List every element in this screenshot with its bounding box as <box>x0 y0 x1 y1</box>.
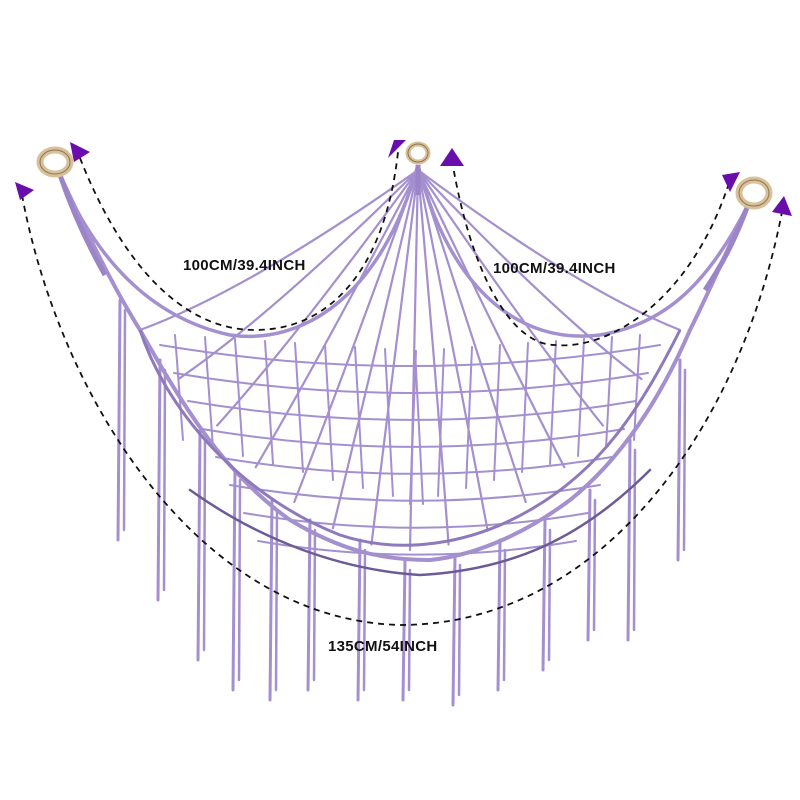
fringe-tassel <box>122 308 127 532</box>
left-span-dimension-label: 100CM/39.4INCH <box>183 257 306 274</box>
mesh-strand <box>493 344 501 481</box>
fringe-tassel <box>592 498 597 632</box>
mesh-strand <box>416 168 566 469</box>
mesh-strand <box>416 168 489 530</box>
fringe-tassel <box>162 368 167 592</box>
top-right-rope <box>416 164 750 338</box>
fringe-tassel <box>626 438 632 642</box>
inner-rim-rope <box>138 329 682 547</box>
net-mesh <box>138 168 682 577</box>
fringe-tassel <box>586 488 592 642</box>
mesh-strand <box>465 346 473 489</box>
fringe-tassel <box>632 448 637 632</box>
mesh-strand <box>521 342 529 473</box>
fringe-tassel <box>496 538 502 692</box>
mesh-strand <box>264 340 274 465</box>
fringe-tassel <box>156 358 162 602</box>
fringe-tassel <box>407 568 412 692</box>
mesh-strand <box>254 168 420 469</box>
fringe-tassel <box>116 298 122 542</box>
fringe-tassel <box>451 553 457 707</box>
mesh-strand <box>324 344 334 481</box>
mesh-strand <box>409 350 417 505</box>
top-left-rope <box>58 164 420 338</box>
fringe-tassel <box>312 528 317 682</box>
fringe-tassel <box>231 468 237 692</box>
fringe-tassel <box>682 368 687 552</box>
arrow-head-icon <box>70 142 90 162</box>
fringe-tassel <box>202 438 207 652</box>
fringe-tassel <box>274 508 279 692</box>
arrow-head-icon <box>722 172 740 192</box>
fringe-tassel <box>362 548 367 692</box>
arrow-head-icon <box>440 148 464 166</box>
arrow-head-icon <box>388 140 406 158</box>
fringe-tassel <box>541 518 547 672</box>
mesh-strand <box>416 168 450 546</box>
right-span-dashed-arc <box>451 159 729 347</box>
mesh-strand <box>204 336 214 449</box>
fringe-tassel <box>268 498 274 702</box>
mesh-strand <box>370 168 420 546</box>
fringe-tassel <box>502 548 507 682</box>
mesh-strand <box>331 168 420 530</box>
fringe-tassel <box>196 428 202 662</box>
net-rim-ropes <box>57 164 751 563</box>
mesh-row <box>215 456 613 475</box>
mesh-strand <box>294 342 304 473</box>
dimension-guides <box>15 140 792 626</box>
arrow-head-icon <box>772 196 792 216</box>
full-span-dashed-arc <box>21 194 783 626</box>
right-hanging-rope <box>702 204 751 292</box>
wooden-hanging-rings <box>36 141 773 210</box>
mesh-strand <box>138 168 420 332</box>
arrow-head-icon <box>15 182 34 200</box>
mesh-row <box>173 372 649 394</box>
mesh-strand <box>414 350 424 505</box>
fringe-tassel <box>306 518 312 692</box>
fringe-tassel <box>457 563 462 697</box>
mesh-strand <box>416 168 527 504</box>
mesh-strand <box>384 348 394 497</box>
full-span-dimension-label: 135CM/54INCH <box>328 638 438 655</box>
mesh-row <box>187 400 637 421</box>
mesh-strand <box>577 338 585 457</box>
mesh-strand <box>416 168 604 427</box>
left-span-dashed-arc <box>79 151 399 331</box>
mesh-row <box>229 484 601 502</box>
mesh-strand <box>437 348 445 497</box>
mesh-strand <box>234 338 244 457</box>
fringe-tassel <box>676 358 682 562</box>
left-hanging-rope <box>57 174 108 277</box>
mesh-strand <box>605 336 613 449</box>
fringe-tassel <box>547 528 552 662</box>
mesh-row <box>257 540 577 556</box>
mesh-strand <box>416 168 643 381</box>
mesh-strand <box>633 334 641 441</box>
fringe-tassel <box>237 478 242 682</box>
mesh-strand <box>174 334 184 441</box>
fringe-tassel <box>401 558 407 702</box>
mesh-shadow-strand <box>188 468 652 577</box>
left-rim-rope <box>58 174 750 563</box>
mesh-strand <box>177 168 420 381</box>
mesh-strand <box>354 346 364 489</box>
mesh-strand <box>549 340 557 465</box>
right-span-dimension-label: 100CM/39.4INCH <box>493 260 616 277</box>
mesh-row <box>159 344 661 367</box>
